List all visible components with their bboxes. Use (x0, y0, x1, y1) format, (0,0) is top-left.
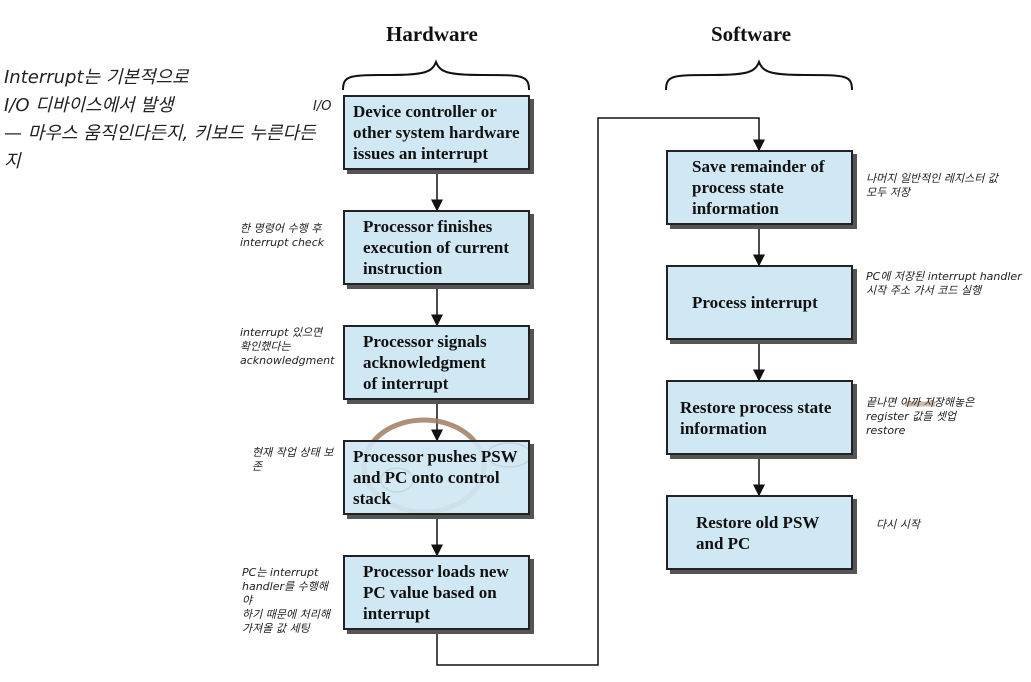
hw-step-label: Processor pushes PSW and PC onto control… (353, 447, 518, 508)
sw-step-save-state: Save remainder of process state informat… (666, 150, 853, 225)
note-pc-handler: PC는 interrupt handler를 수행해야 하기 때문에 처리해 가… (242, 566, 330, 635)
note-save-state: 현재 작업 상태 보존 (252, 446, 334, 473)
software-column-title: Software (711, 22, 792, 46)
sw-step-label: Restore process state information (680, 397, 832, 438)
sw-step-label: Process interrupt (692, 293, 818, 312)
io-label-note: I/O (313, 99, 332, 114)
hw-step-label: Device controller or other system hardwa… (353, 102, 520, 163)
hw-step-push-psw-pc: Processor pushes PSW and PC onto control… (343, 440, 530, 515)
handwritten-intro-note: Interrupt는 기본적으로 I/O 디바이스에서 발생 — 마우스 움직인… (4, 67, 316, 172)
sw-step-restore-psw-pc: Restore old PSW and PC (666, 495, 853, 570)
sw-step-label: Save remainder of process state informat… (692, 157, 825, 218)
note-run-handler: PC에 저장된 interrupt handler 시작 주소 가서 코드 실행 (866, 270, 1022, 297)
note-restart: 다시 시작 (876, 518, 920, 531)
hardware-column-title: Hardware (386, 22, 478, 46)
hw-step-label: Processor loads new PC value based on in… (363, 562, 509, 623)
note-interrupt-check: 한 명령어 수행 후 interrupt check (240, 222, 325, 249)
hw-step-load-new-pc: Processor loads new PC value based on in… (343, 555, 530, 630)
hw-step-finish-instruction: Processor finishes execution of current … (343, 210, 530, 285)
hw-step-label: Processor signals acknowledgment of inte… (363, 332, 487, 393)
note-save-registers: 나머지 일반적인 레지스터 값 모두 저장 (866, 172, 998, 199)
hw-step-device-issues-interrupt: Device controller or other system hardwa… (343, 95, 530, 170)
note-acknowledgment: interrupt 있으면 확인했다는 acknowledgment (240, 326, 335, 367)
sw-step-process-interrupt: Process interrupt (666, 265, 853, 340)
sw-step-restore-state: Restore process state information (666, 380, 853, 455)
hw-step-label: Processor finishes execution of current … (363, 217, 510, 278)
sw-step-label: Restore old PSW and PC (696, 512, 820, 553)
hw-step-signal-ack: Processor signals acknowledgment of inte… (343, 325, 530, 400)
hardware-brace (342, 59, 530, 91)
note-restore-registers: 끝나면 아까 저장해놓은 register 값들 셋업 restore (866, 396, 975, 437)
software-brace (665, 59, 853, 91)
